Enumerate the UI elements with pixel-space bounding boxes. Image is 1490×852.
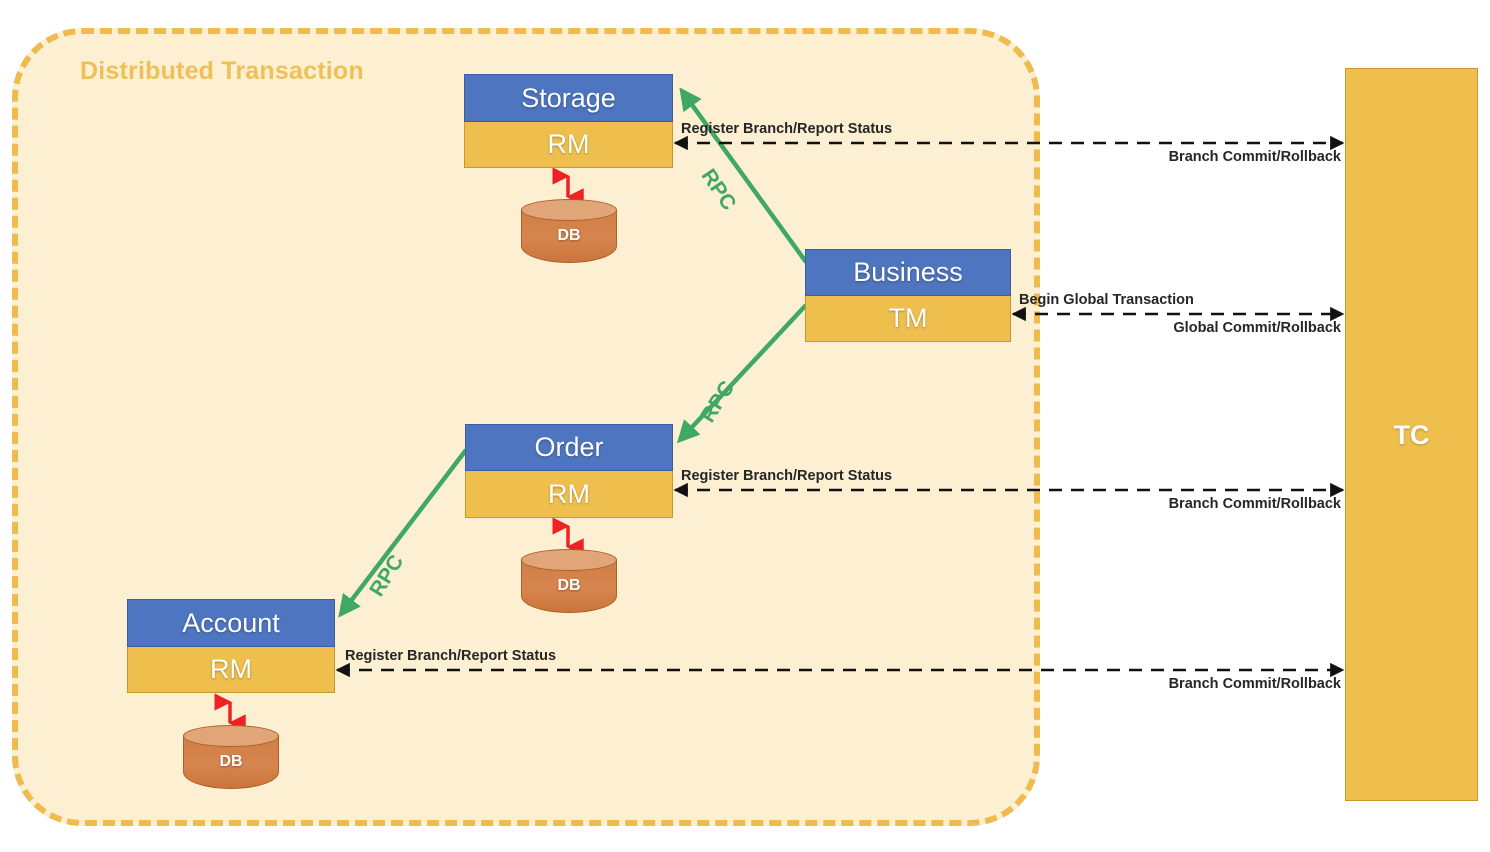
service-role-order: RM	[465, 471, 673, 518]
service-node-account[interactable]: Account RM	[127, 599, 335, 693]
database-label: DB	[557, 577, 581, 594]
service-name-business: Business	[805, 249, 1011, 296]
database-cylinder-account: DB	[183, 725, 279, 793]
service-role-storage: RM	[464, 122, 673, 168]
flow-label-register-branch-account: Register Branch/Report Status	[345, 648, 557, 664]
distributed-transaction-label: Distributed Transaction	[80, 57, 364, 85]
database-label: DB	[219, 753, 243, 770]
flow-label-register-branch-storage: Register Branch/Report Status	[681, 121, 893, 137]
service-name-storage: Storage	[464, 74, 673, 122]
database-cylinder-storage: DB	[521, 199, 617, 267]
database-top-icon	[521, 199, 617, 221]
flow-label-branch-commit-account: Branch Commit/Rollback	[1168, 676, 1341, 692]
database-label: DB	[557, 227, 581, 244]
transaction-coordinator-box[interactable]	[1345, 68, 1478, 801]
service-node-storage[interactable]: Storage RM	[464, 74, 673, 168]
flow-label-branch-commit-order: Branch Commit/Rollback	[1168, 496, 1341, 512]
service-role-account: RM	[127, 647, 335, 693]
flow-label-global-commit-rollback: Global Commit/Rollback	[1173, 320, 1341, 336]
service-node-business[interactable]: Business TM	[805, 249, 1011, 342]
database-cylinder-order: DB	[521, 549, 617, 617]
transaction-coordinator-label: TC	[1393, 420, 1430, 450]
service-node-order[interactable]: Order RM	[465, 424, 673, 518]
flow-label-branch-commit-storage: Branch Commit/Rollback	[1168, 149, 1341, 165]
service-role-business: TM	[805, 296, 1011, 342]
service-name-account: Account	[127, 599, 335, 647]
service-name-order: Order	[465, 424, 673, 471]
flow-label-register-branch-order: Register Branch/Report Status	[681, 468, 893, 484]
database-top-icon	[183, 725, 279, 747]
database-top-icon	[521, 549, 617, 571]
flow-label-begin-global-transaction: Begin Global Transaction	[1019, 292, 1194, 308]
